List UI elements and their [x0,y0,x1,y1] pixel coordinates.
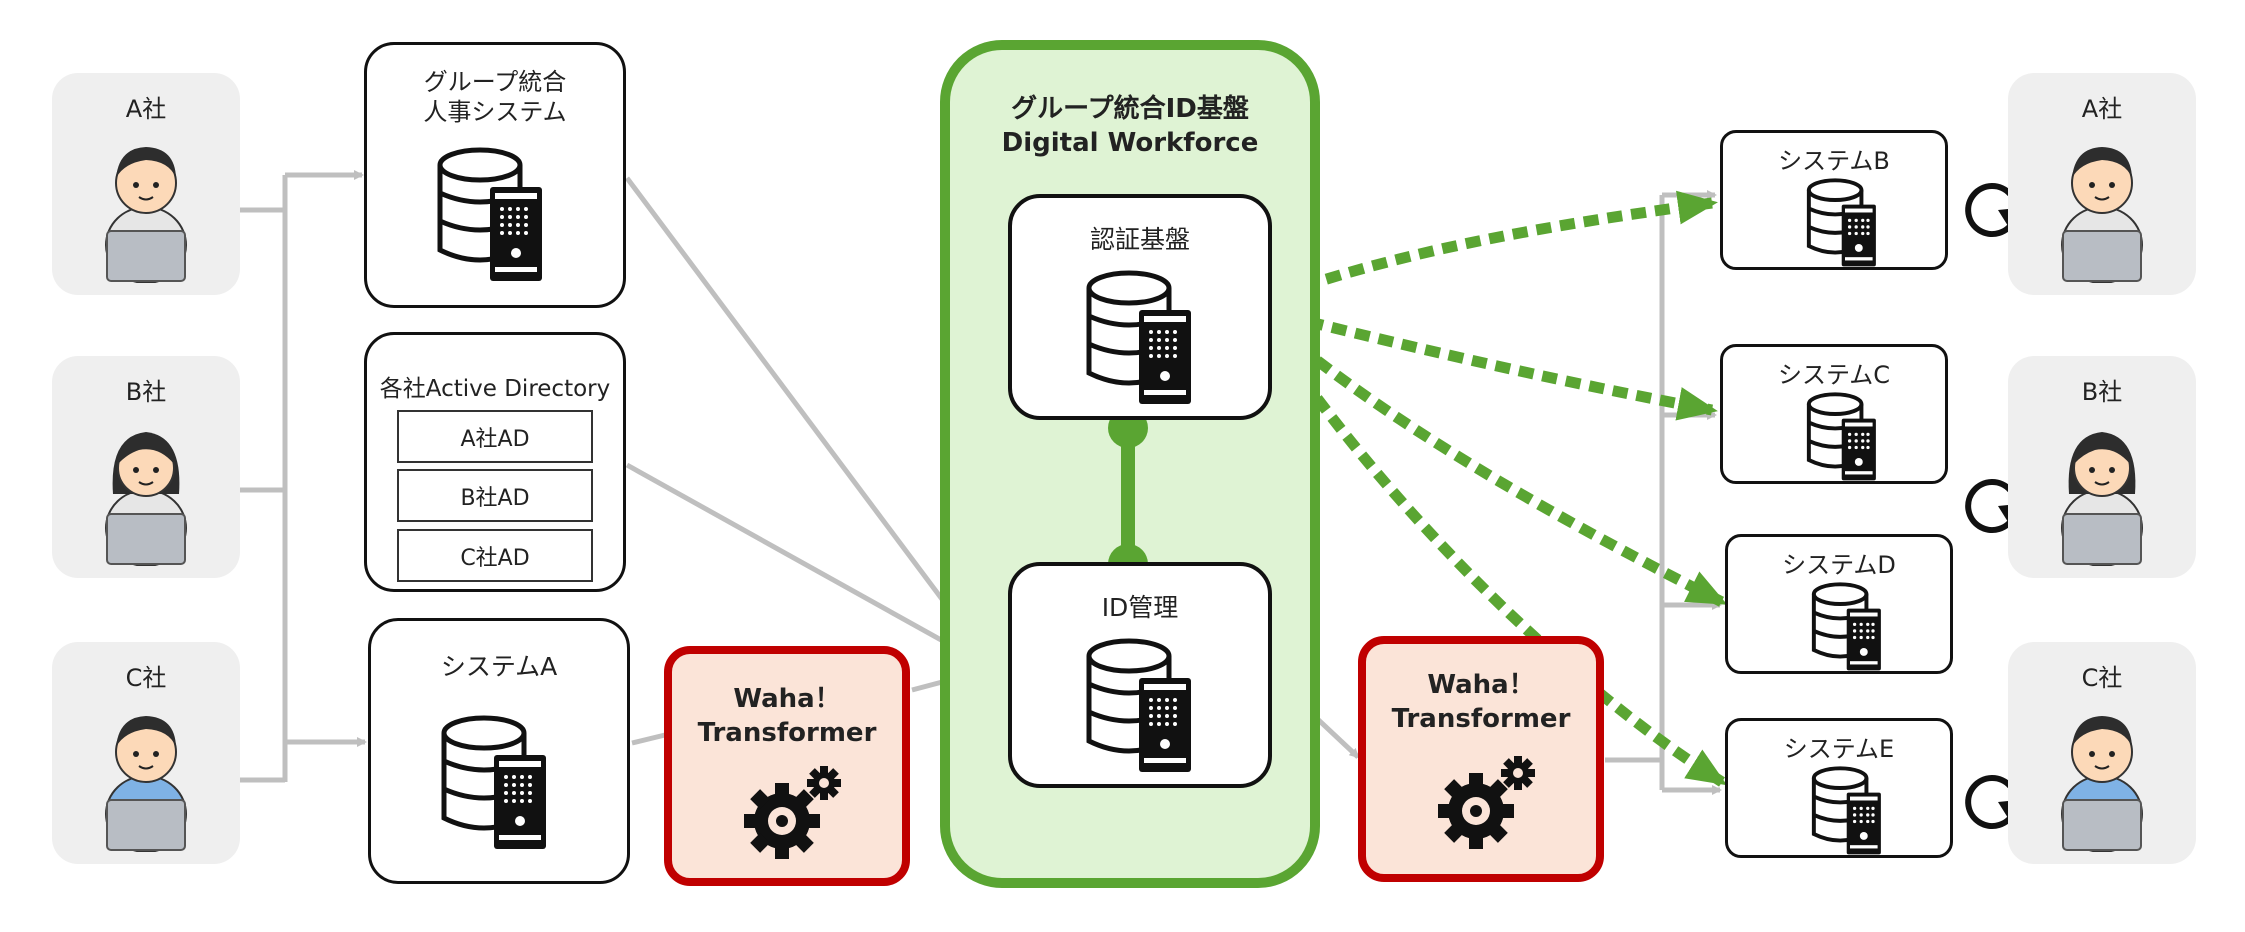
database-server-icon [437,147,542,281]
ad-row: C社AD [397,529,593,582]
id-platform: グループ統合ID基盤 Digital Workforce 認証基盤 ID管理 [940,40,1320,888]
database-server-icon [441,715,546,849]
system-title: システムB [1778,147,1890,175]
active-directory-box: 各社Active Directory A社AD B社AD C社AD [364,332,626,592]
id-management-title: ID管理 [1101,593,1179,622]
transformer-title-line1: Waha！ [733,684,841,714]
green-arrow-to-system-d [1258,310,1728,607]
office-worker-icon [2061,432,2143,566]
system-title: システムC [1777,361,1891,389]
system-d-box: システムD [1725,534,1953,674]
office-worker-icon [105,432,187,566]
ad-row: B社AD [397,469,593,522]
transformer-title-line2: Transformer [697,718,877,748]
gear-icon [1438,756,1535,849]
company-label: C社 [125,664,167,692]
system-a-box: システムA [368,618,630,884]
company-label: C社 [2081,664,2123,692]
user-card-right: B社 [2008,356,2196,578]
ad-row: A社AD [397,410,593,463]
system-e-box: システムE [1725,718,1953,858]
database-server-icon [1086,270,1191,404]
database-server-icon [1806,392,1876,481]
database-server-icon [1806,178,1876,267]
user-card-right: C社 [2008,642,2196,864]
company-label: B社 [125,378,167,406]
hr-system-title-line1: グループ統合 [423,68,567,96]
office-worker-icon [105,147,187,283]
gear-icon [744,766,841,859]
left-bus-line [240,175,288,783]
company-label: A社 [2081,95,2123,123]
transformer-title-line2: Transformer [1391,704,1571,734]
database-server-icon [1086,638,1191,772]
auth-box: 認証基盤 [1008,194,1272,420]
system-c-box: システムC [1720,344,1948,484]
system-title: システムD [1782,551,1896,579]
transformer-right: Waha！ Transformer [1358,636,1604,882]
green-arrow-to-system-b [1256,190,1718,308]
user-card-left: C社 [52,642,240,864]
green-arrow-to-system-c [1260,304,1718,421]
user-card-right: A社 [2008,73,2196,295]
company-label: A社 [125,95,167,123]
active-directory-title: 各社Active Directory [379,376,611,402]
line-ad-to-idm [625,462,997,673]
user-card-left: A社 [52,73,240,295]
auth-title: 認証基盤 [1089,225,1190,254]
company-label: B社 [2081,378,2123,406]
hr-system-box: グループ統合 人事システム [364,42,626,308]
line-system-a-to-transformer [631,732,666,746]
system-title: システムE [1783,735,1895,763]
office-worker-icon [105,716,187,852]
line-hr-to-idm [624,176,998,674]
system-a-title: システムA [440,652,558,681]
right-bus-line [1605,195,1665,790]
office-worker-icon [2061,147,2143,283]
office-worker-icon [2061,716,2143,852]
platform-title-line1: グループ統合ID基盤 [1011,94,1249,124]
hr-system-title-line2: 人事システム [423,98,567,126]
platform-title-line2: Digital Workforce [1001,128,1259,158]
id-management-box: ID管理 [1008,562,1272,788]
auth-idm-connector [1121,430,1135,570]
transformer-title-line1: Waha！ [1427,670,1535,700]
transformer-left: Waha！ Transformer [664,646,910,886]
system-b-box: システムB [1720,130,1948,270]
database-server-icon [1811,766,1881,855]
user-card-left: B社 [52,356,240,578]
green-arrow-to-system-e [1257,316,1728,787]
database-server-icon [1811,582,1881,671]
